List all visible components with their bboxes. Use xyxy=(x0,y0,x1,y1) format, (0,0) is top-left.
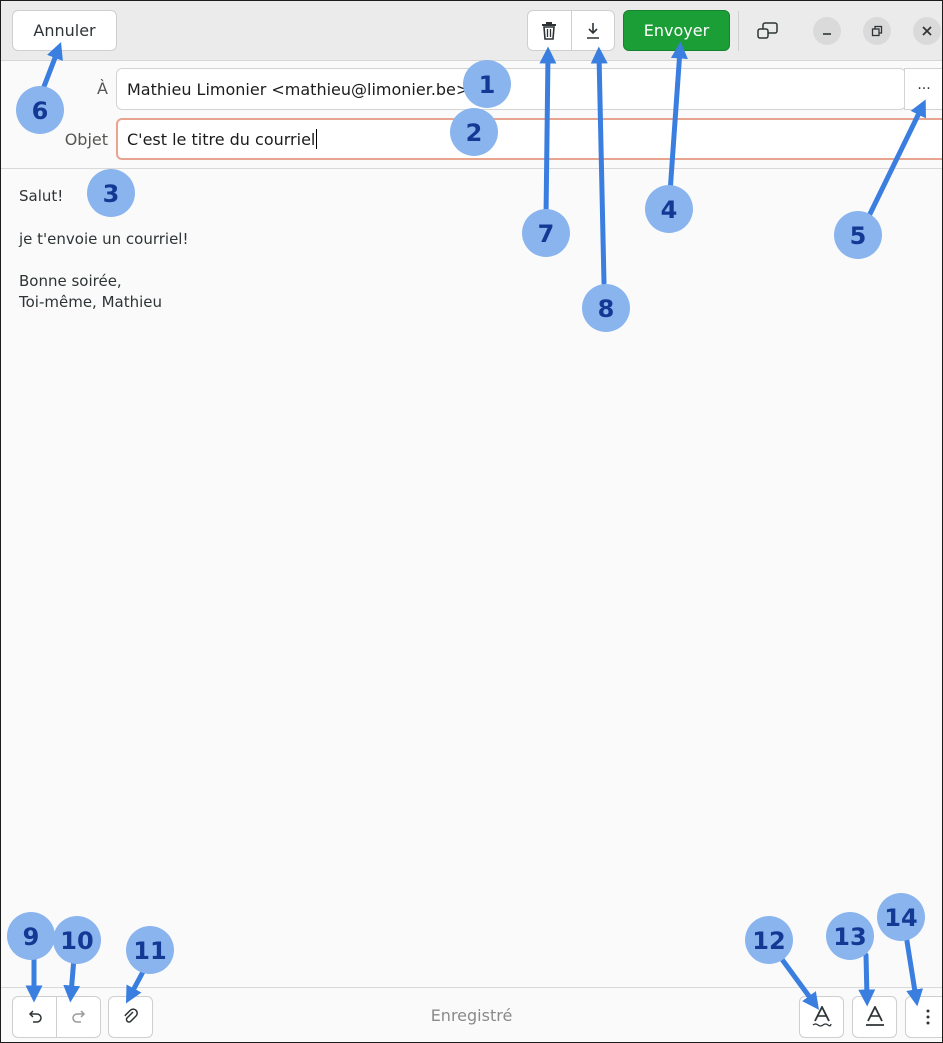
minimize-icon xyxy=(823,33,831,35)
subject-label: Objet xyxy=(64,130,108,149)
header-bar: Annuler Envoyer xyxy=(1,1,942,61)
spellcheck-icon xyxy=(812,1006,832,1027)
header-separator xyxy=(738,11,739,51)
close-button[interactable] xyxy=(913,17,941,45)
text-caret xyxy=(316,129,318,149)
undo-icon xyxy=(28,1010,42,1023)
vertical-dots-icon xyxy=(926,1009,929,1025)
draft-actions-group xyxy=(527,10,615,51)
maximize-button[interactable] xyxy=(863,17,891,45)
download-icon xyxy=(586,22,599,39)
minimize-button[interactable] xyxy=(813,17,841,45)
undo-redo-group xyxy=(12,996,101,1038)
paperclip-icon xyxy=(123,1008,138,1023)
text-format-button[interactable] xyxy=(852,996,897,1038)
more-options-button[interactable] xyxy=(905,996,942,1038)
close-icon xyxy=(922,26,932,36)
send-button[interactable]: Envoyer xyxy=(623,10,730,51)
message-line: je t'envoie un courriel! xyxy=(19,230,189,248)
delete-button[interactable] xyxy=(528,11,571,50)
subject-field[interactable]: C'est le titre du courriel xyxy=(116,118,942,160)
spellcheck-button[interactable] xyxy=(799,996,844,1038)
subject-value: C'est le titre du courriel xyxy=(127,129,316,149)
message-body[interactable]: Salut! je t'envoie un courriel! Bonne so… xyxy=(1,169,942,987)
cancel-button[interactable]: Annuler xyxy=(12,10,117,51)
footer-divider xyxy=(1,987,942,988)
save-draft-button[interactable] xyxy=(570,11,615,50)
more-fields-button[interactable]: ··· xyxy=(904,68,942,110)
restore-icon xyxy=(757,22,778,39)
message-line: Salut! xyxy=(19,187,64,205)
redo-button[interactable] xyxy=(56,997,100,1037)
save-status: Enregistré xyxy=(430,1006,513,1025)
message-line: Toi-même, Mathieu xyxy=(19,293,163,311)
more-dots-icon: ··· xyxy=(917,81,931,97)
to-value: Mathieu Limonier <mathieu@limonier.be> xyxy=(127,79,470,99)
restore-layout-button[interactable] xyxy=(755,18,781,44)
redo-icon xyxy=(71,1010,85,1023)
fields-divider xyxy=(1,168,942,169)
to-field[interactable]: Mathieu Limonier <mathieu@limonier.be> xyxy=(116,68,906,110)
trash-icon xyxy=(542,21,557,40)
to-label: À xyxy=(97,79,108,98)
message-line: Bonne soirée, xyxy=(19,272,122,290)
undo-button[interactable] xyxy=(13,997,56,1037)
maximize-icon xyxy=(871,25,883,37)
text-format-icon xyxy=(865,1006,884,1026)
